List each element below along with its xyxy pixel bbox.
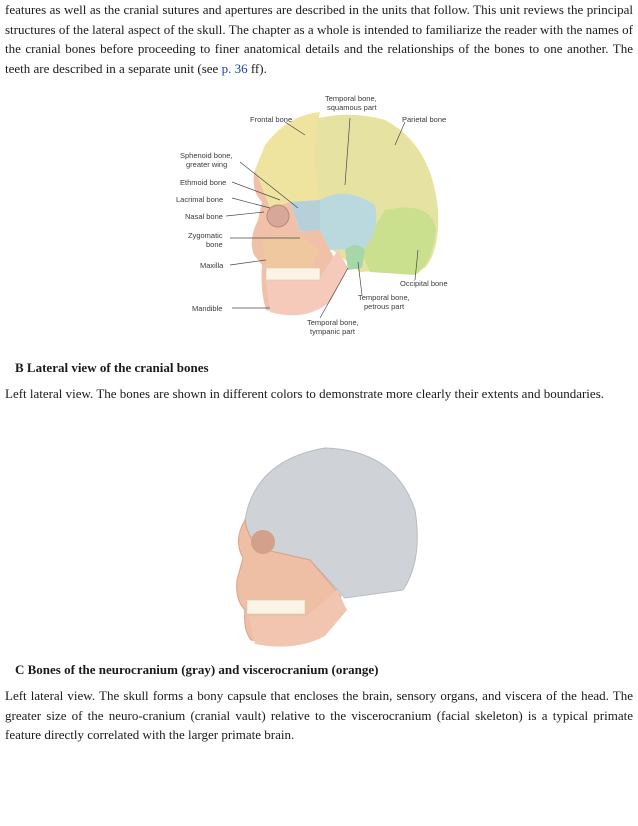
figure-c-skull-illustration bbox=[236, 447, 418, 647]
label-temporal-petrous-1: Temporal bone, bbox=[358, 293, 410, 302]
label-temporal-petrous-2: petrous part bbox=[364, 302, 405, 311]
temporal-petrous bbox=[345, 245, 365, 270]
mandible-c bbox=[249, 590, 347, 647]
figure-c-description: Left lateral view. The skull forms a bon… bbox=[5, 688, 633, 742]
orbit bbox=[266, 204, 290, 228]
temporal-squamous bbox=[320, 193, 377, 250]
intro-paragraph: features as well as the cranial sutures … bbox=[5, 0, 633, 78]
label-zygomatic-2: bone bbox=[206, 240, 223, 249]
page-link[interactable]: p. 36 bbox=[221, 60, 248, 76]
frontal-bone bbox=[254, 112, 320, 208]
teeth-c bbox=[246, 599, 306, 615]
figure-b-skull-illustration bbox=[225, 112, 439, 319]
label-frontal: Frontal bone bbox=[250, 115, 292, 124]
label-sphenoid-1: Sphenoid bone, bbox=[180, 151, 233, 160]
label-temporal-squamous-1: Temporal bone, bbox=[325, 94, 377, 103]
label-mandible: Mandible bbox=[192, 304, 222, 313]
label-temporal-tympanic-2: tympanic part bbox=[310, 327, 356, 336]
label-temporal-squamous-2: squamous part bbox=[327, 103, 378, 112]
intro-text: features as well as the cranial sutures … bbox=[5, 2, 633, 76]
teeth bbox=[265, 267, 321, 281]
label-parietal: Parietal bone bbox=[402, 115, 446, 124]
orbit-c bbox=[251, 530, 275, 554]
maxilla bbox=[262, 235, 320, 268]
figure-c-caption: C Bones of the neurocranium (gray) and v… bbox=[15, 662, 379, 677]
label-sphenoid-2: greater wing bbox=[186, 160, 227, 169]
label-occipital: Occipital bone bbox=[400, 279, 448, 288]
label-temporal-tympanic-1: Temporal bone, bbox=[307, 318, 359, 327]
label-lacrimal: Lacrimal bone bbox=[176, 195, 223, 204]
intro-text-end: ff). bbox=[247, 60, 267, 76]
label-maxilla: Maxilla bbox=[200, 261, 224, 270]
figure-b-description: Left lateral view. The bones are shown i… bbox=[5, 386, 604, 401]
label-nasal: Nasal bone bbox=[185, 212, 223, 221]
label-ethmoid: Ethmoid bone bbox=[180, 178, 226, 187]
mandible bbox=[266, 250, 348, 316]
figure-b-labels: Temporal bone, squamous part Frontal bon… bbox=[176, 94, 448, 336]
figure-b-caption: B Lateral view of the cranial bones bbox=[15, 360, 209, 375]
label-zygomatic-1: Zygomatic bbox=[188, 231, 223, 240]
